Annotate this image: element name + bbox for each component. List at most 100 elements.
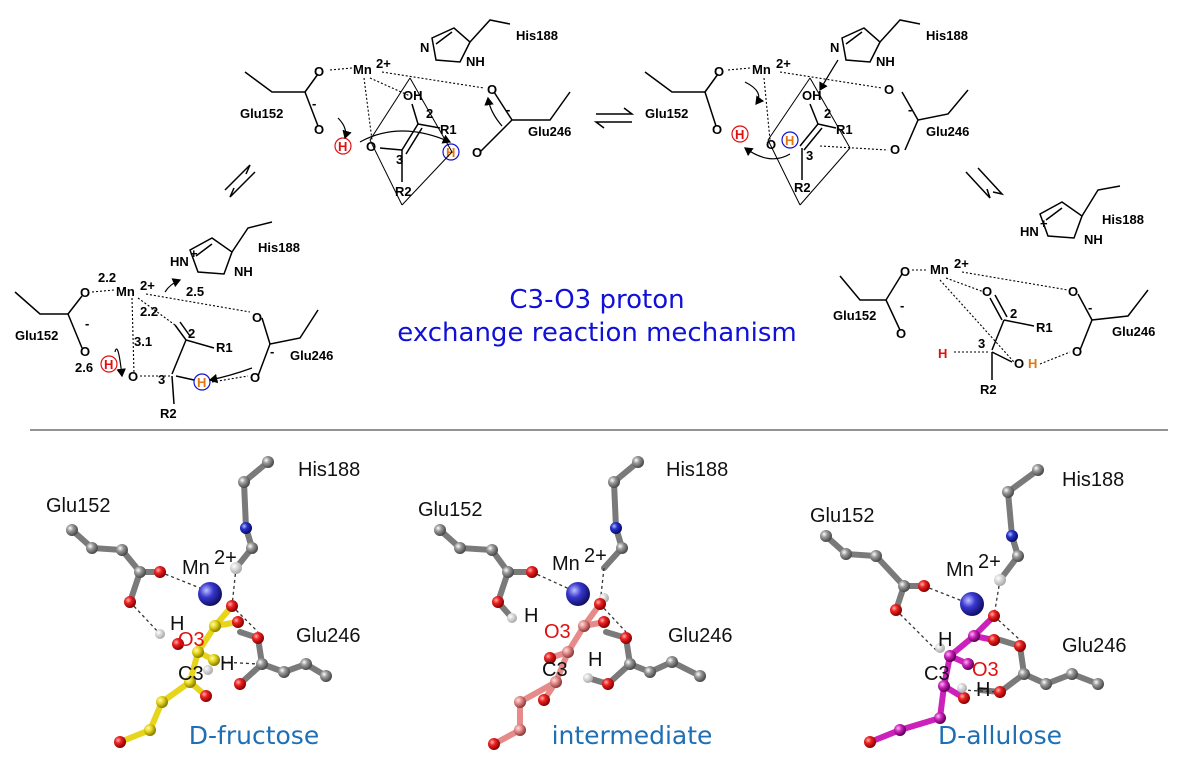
svg-text:O3: O3 xyxy=(972,659,999,681)
svg-text:C3: C3 xyxy=(178,663,204,685)
mn-a-charge: 2+ xyxy=(376,56,391,71)
svg-text:R1: R1 xyxy=(1036,320,1053,335)
svg-text:R2: R2 xyxy=(980,382,997,397)
svg-text:+: + xyxy=(1040,216,1048,231)
svg-text:2+: 2+ xyxy=(978,551,1001,573)
svg-text:N: N xyxy=(830,40,839,55)
panel-intermediate: His188 Glu152 Glu246 Mn 2+ H O3 C3 H int… xyxy=(418,456,733,750)
panel-caption-intermediate: intermediate xyxy=(552,721,713,750)
svg-text:O3: O3 xyxy=(544,621,571,643)
svg-text:O: O xyxy=(712,122,722,137)
svg-text:2.5: 2.5 xyxy=(186,284,204,299)
svg-text:NH: NH xyxy=(876,54,895,69)
svg-text:Glu246: Glu246 xyxy=(296,625,361,647)
glu246-a-label: Glu246 xyxy=(528,124,571,139)
mn-c-charge: 2+ xyxy=(140,278,155,293)
svg-text:HN: HN xyxy=(170,254,189,269)
svg-text:O: O xyxy=(982,284,992,299)
panel-d-allulose: His188 Glu152 Glu246 Mn 2+ H C3 O3 H D-a… xyxy=(810,464,1127,750)
svg-text:H: H xyxy=(735,127,744,142)
svg-text:2.2: 2.2 xyxy=(140,304,158,319)
glu246-b-label: Glu246 xyxy=(926,124,969,139)
svg-text:Glu152: Glu152 xyxy=(418,499,483,521)
svg-text:2.6: 2.6 xyxy=(75,360,93,375)
svg-text:HN: HN xyxy=(1020,224,1039,239)
glu152-a-label: Glu152 xyxy=(240,106,283,121)
svg-text:H: H xyxy=(938,629,952,651)
svg-text:H: H xyxy=(785,133,794,148)
svg-text:H: H xyxy=(446,145,455,160)
svg-text:O: O xyxy=(884,82,894,97)
panel-d-fructose: His188 Glu152 Glu246 Mn 2+ H O3 C3 H D-f… xyxy=(46,456,361,750)
his-a-label: His188 xyxy=(516,28,558,43)
svg-text:NH: NH xyxy=(1084,232,1103,247)
svg-text:-: - xyxy=(506,102,510,117)
svg-text:R1: R1 xyxy=(836,122,853,137)
scheme-structure-c: HN + NH His188 Mn 2+ 2.2 2.2 2.5 3.1 2.6… xyxy=(14,221,333,421)
svg-text:2.2: 2.2 xyxy=(98,270,116,285)
mn-b-charge: 2+ xyxy=(776,56,791,71)
svg-text:2: 2 xyxy=(824,106,831,121)
svg-text:2+: 2+ xyxy=(214,547,237,569)
svg-text:2+: 2+ xyxy=(584,545,607,567)
svg-text:O: O xyxy=(890,142,900,157)
svg-text:H: H xyxy=(976,679,990,701)
svg-text:O: O xyxy=(80,344,90,359)
svg-text:H: H xyxy=(938,346,947,361)
mn-c: Mn xyxy=(116,284,135,299)
svg-text:C3: C3 xyxy=(542,659,568,681)
svg-text:O: O xyxy=(487,82,497,97)
svg-text:C3: C3 xyxy=(924,663,950,685)
svg-text:O: O xyxy=(366,139,376,154)
svg-text:O: O xyxy=(128,369,138,384)
svg-text:O: O xyxy=(314,64,324,79)
equilibrium-arrows xyxy=(224,107,1005,199)
svg-text:-: - xyxy=(270,344,274,359)
mechanism-title-line2: exchange reaction mechanism xyxy=(397,318,796,348)
svg-text:3: 3 xyxy=(806,148,813,163)
svg-text:2: 2 xyxy=(188,326,195,341)
his-b-label: His188 xyxy=(926,28,968,43)
svg-text:O: O xyxy=(1068,284,1078,299)
svg-text:-: - xyxy=(900,298,904,313)
mn-d-charge: 2+ xyxy=(954,256,969,271)
svg-text:3: 3 xyxy=(396,152,403,167)
svg-text:His188: His188 xyxy=(1062,469,1124,491)
svg-text:O: O xyxy=(896,326,906,341)
svg-text:+: + xyxy=(190,246,198,261)
svg-text:R2: R2 xyxy=(395,184,412,199)
svg-text:2: 2 xyxy=(1010,306,1017,321)
mn-b: Mn xyxy=(752,62,771,77)
panel-caption-d-allulose: D-allulose xyxy=(938,721,1062,750)
svg-text:His188: His188 xyxy=(666,459,728,481)
glu152-b-label: Glu152 xyxy=(645,106,688,121)
svg-text:O3: O3 xyxy=(178,629,205,651)
svg-text:O: O xyxy=(1072,344,1082,359)
svg-text:Mn: Mn xyxy=(552,553,580,575)
svg-text:Mn: Mn xyxy=(946,559,974,581)
svg-text:O: O xyxy=(472,145,482,160)
svg-text:R1: R1 xyxy=(216,340,233,355)
svg-text:H: H xyxy=(197,375,206,390)
svg-text:O: O xyxy=(314,122,324,137)
mn-d: Mn xyxy=(930,262,949,277)
mechanism-title-line1: C3-O3 proton xyxy=(509,285,684,315)
svg-text:Glu152: Glu152 xyxy=(46,495,111,517)
svg-text:O: O xyxy=(80,285,90,300)
svg-text:Mn: Mn xyxy=(182,557,210,579)
svg-text:R2: R2 xyxy=(160,406,177,421)
svg-text:3: 3 xyxy=(978,336,985,351)
svg-text:-: - xyxy=(1088,300,1092,315)
svg-text:O: O xyxy=(714,64,724,79)
svg-text:Glu246: Glu246 xyxy=(668,625,733,647)
svg-text:H: H xyxy=(104,357,113,372)
glu152-d-label: Glu152 xyxy=(833,308,876,323)
svg-text:NH: NH xyxy=(234,264,253,279)
scheme-structure-d: HN + NH His188 Mn 2+ O O - Glu152 O 2 R1… xyxy=(833,185,1155,397)
glu152-c-label: Glu152 xyxy=(15,328,58,343)
svg-text:O: O xyxy=(250,370,260,385)
his-c-label: His188 xyxy=(258,240,300,255)
svg-text:H: H xyxy=(524,605,538,627)
svg-text:H: H xyxy=(170,613,184,635)
